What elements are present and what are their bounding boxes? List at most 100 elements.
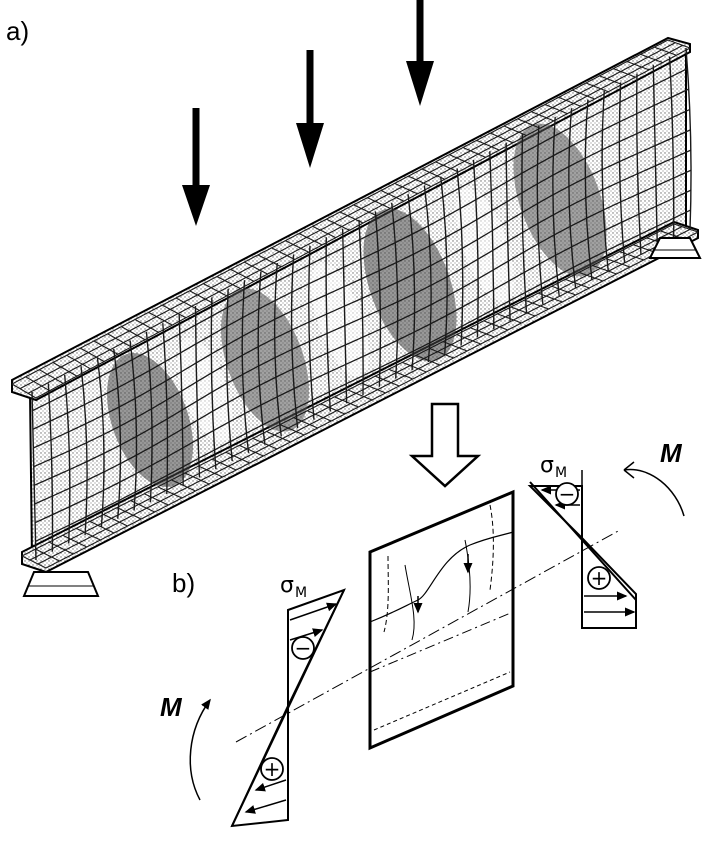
mesh-line [613, 68, 636, 78]
mesh-line [578, 271, 604, 282]
moment-label-left: M [160, 692, 183, 722]
moment-left: M [160, 692, 211, 801]
mesh-line [652, 65, 658, 247]
mesh-line [121, 326, 146, 341]
mesh-line [48, 541, 74, 555]
mesh-line [312, 225, 336, 239]
mesh-line [470, 327, 495, 338]
mesh-line [626, 60, 650, 71]
mesh-line [517, 118, 541, 129]
mesh-line [388, 368, 413, 380]
mesh-line [35, 209, 691, 542]
mesh-line [347, 389, 373, 401]
sigma-label-left: σ [280, 573, 294, 598]
mesh-line [423, 185, 432, 363]
mesh-line [654, 46, 677, 56]
mesh-line [408, 175, 432, 188]
mesh-line [325, 237, 331, 412]
mesh-line [572, 89, 595, 100]
mesh-line [619, 251, 644, 261]
mesh-line [103, 514, 128, 527]
mesh-line [462, 146, 486, 158]
mesh-line [353, 204, 377, 217]
mesh-line [618, 82, 626, 264]
mesh-line [34, 189, 692, 524]
mesh-line [27, 44, 683, 394]
mesh-line [34, 169, 692, 505]
mesh-line [33, 108, 691, 449]
web-plate [368, 489, 515, 751]
mesh-line [157, 486, 183, 499]
mesh-line [510, 306, 536, 317]
support-left [22, 571, 100, 597]
mesh-line [211, 458, 237, 471]
compression-sign-left [291, 636, 315, 660]
mesh-line [592, 264, 617, 275]
mesh-line [497, 313, 522, 324]
mesh-line [673, 223, 699, 233]
mesh-line [558, 96, 582, 107]
mesh-line [293, 417, 318, 429]
mesh-line [257, 254, 282, 268]
mesh-line [421, 168, 445, 180]
mesh-line [308, 245, 315, 420]
load-arrow-3 [406, 0, 434, 106]
mesh-line [391, 202, 399, 379]
mesh-line [171, 479, 196, 492]
mesh-line [80, 347, 105, 363]
mesh-line [298, 233, 323, 246]
mesh-line [37, 228, 691, 565]
mesh-line [162, 323, 169, 495]
mesh-line [476, 139, 500, 151]
mesh-line [130, 500, 155, 513]
mesh-line [35, 548, 60, 562]
sigma-subscript-left: M [295, 585, 307, 601]
mesh-line [320, 403, 346, 415]
mesh-line [361, 382, 386, 394]
mesh-line [239, 444, 264, 457]
mesh-line [435, 161, 459, 173]
mesh-line [21, 223, 675, 557]
i-beam-fe-mesh [11, 36, 699, 574]
sigma-subscript-right: M [555, 465, 567, 481]
mesh-line [536, 125, 544, 305]
mesh-line [605, 258, 631, 268]
mesh-line [148, 311, 173, 326]
mesh-line [524, 299, 549, 310]
mesh-line [279, 424, 305, 436]
stress-diagram-right: − + σ M [527, 453, 637, 629]
mesh-line [584, 99, 593, 280]
mesh-line [241, 280, 250, 453]
mesh-line [334, 396, 359, 408]
mesh-line [129, 340, 138, 511]
mesh-line [601, 90, 609, 272]
mesh-line [415, 354, 441, 366]
mesh-line [80, 366, 88, 536]
mesh-line [194, 305, 201, 478]
mesh-line [490, 132, 514, 144]
mesh-line [367, 197, 391, 209]
mesh-line [358, 219, 364, 396]
mesh-line [307, 410, 332, 422]
mesh-line [216, 276, 241, 290]
mesh-line [162, 304, 187, 319]
neutral-axis-line [235, 529, 621, 743]
mesh-line [45, 231, 699, 569]
mesh-line [33, 129, 691, 468]
mesh-line [184, 472, 210, 485]
mesh-line [521, 133, 528, 313]
mesh-line [640, 53, 663, 64]
mesh-line [402, 361, 427, 373]
mesh-line [668, 56, 675, 239]
mesh-line [440, 176, 448, 354]
mesh-line [429, 347, 454, 359]
mesh-line [271, 247, 296, 260]
mesh-line [394, 182, 418, 195]
mesh-line [31, 391, 37, 561]
mesh-line [503, 125, 527, 137]
mesh-line [89, 520, 115, 534]
mesh-line [568, 108, 577, 288]
mesh-line [442, 341, 468, 352]
mesh-line [76, 527, 101, 541]
